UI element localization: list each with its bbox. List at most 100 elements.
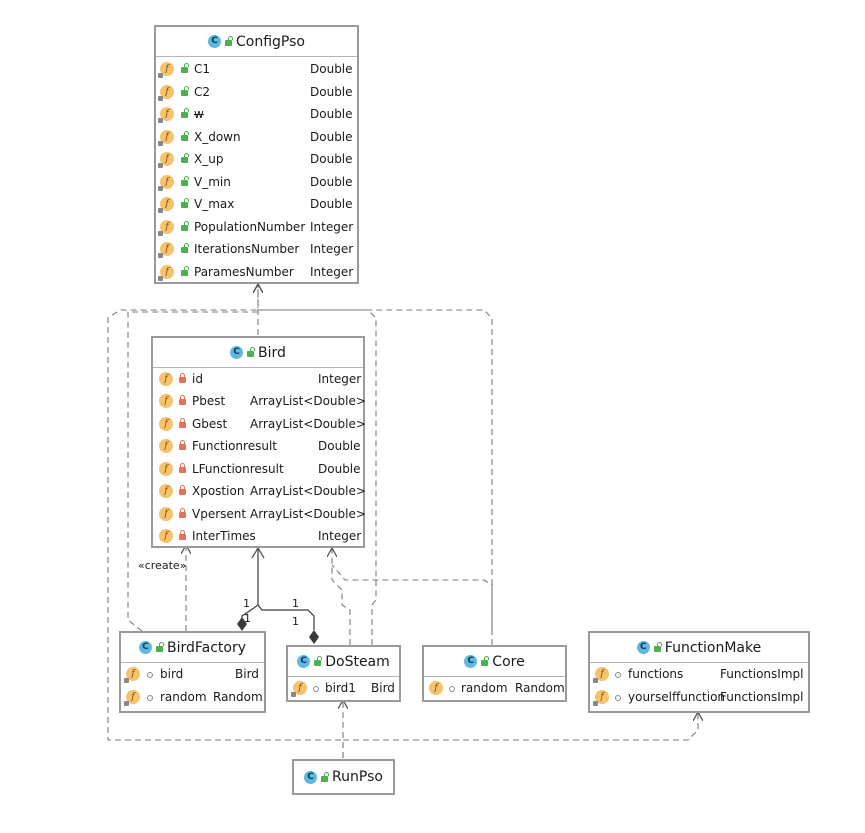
field-icon: f bbox=[593, 667, 609, 683]
field-type: ArrayList<Double> bbox=[250, 394, 366, 408]
edge-core-bird bbox=[331, 564, 493, 630]
class-icon: C bbox=[464, 655, 478, 668]
class-name: Core bbox=[492, 653, 525, 670]
private-lock-icon bbox=[179, 508, 186, 518]
class-icon: C bbox=[297, 655, 311, 668]
edge-dosteam-bird bbox=[332, 548, 351, 645]
field-name: Functionresult bbox=[192, 439, 277, 453]
field-name: bird1 bbox=[325, 681, 356, 695]
field-icon: f bbox=[158, 130, 174, 146]
class-icon: C bbox=[636, 641, 650, 654]
edge-birdfactory-configpso bbox=[127, 284, 258, 632]
field-type: ArrayList<Double> bbox=[250, 507, 366, 521]
edge-runpso-functionmake bbox=[343, 712, 698, 741]
field-name: PopulationNumber bbox=[194, 220, 306, 234]
field-type: Bird bbox=[371, 681, 395, 695]
field-type: Random bbox=[213, 690, 263, 704]
field-name: InterTimes bbox=[192, 529, 256, 543]
field-name: V_max bbox=[194, 197, 235, 211]
field-name: bird bbox=[160, 667, 184, 681]
private-lock-icon bbox=[179, 530, 186, 540]
field-icon: f bbox=[159, 439, 173, 453]
class-header: C RunPso bbox=[294, 761, 393, 793]
private-lock-icon bbox=[179, 395, 186, 405]
package-visibility-icon bbox=[615, 695, 621, 701]
field-name: random bbox=[461, 681, 508, 695]
multiplicity-label: 1 bbox=[244, 612, 251, 625]
field-name: yourselffunction bbox=[628, 690, 726, 704]
field-name: X_up bbox=[194, 152, 224, 166]
field-name: Pbest bbox=[192, 394, 226, 408]
field-icon: f bbox=[429, 681, 443, 695]
public-lock-icon bbox=[181, 221, 189, 231]
package-visibility-icon bbox=[615, 672, 621, 678]
public-lock-icon bbox=[481, 656, 490, 666]
public-lock-icon bbox=[225, 36, 233, 46]
class-header: C BirdFactory bbox=[121, 633, 264, 663]
field-icon: f bbox=[159, 462, 173, 476]
field-name: functions bbox=[628, 667, 684, 681]
field-type: Double bbox=[310, 175, 353, 189]
field-name: random bbox=[160, 690, 207, 704]
field-icon: f bbox=[158, 242, 174, 258]
package-visibility-icon bbox=[313, 686, 319, 692]
field-type: Double bbox=[318, 462, 361, 476]
field-icon: f bbox=[158, 107, 174, 123]
public-lock-icon bbox=[181, 131, 189, 141]
package-visibility-icon bbox=[449, 686, 455, 692]
class-name: FunctionMake bbox=[664, 639, 762, 656]
public-lock-icon bbox=[181, 153, 189, 163]
field-type: Integer bbox=[318, 372, 362, 386]
field-name: Vpersent bbox=[192, 507, 247, 521]
package-visibility-icon bbox=[147, 672, 153, 678]
field-icon: f bbox=[159, 394, 173, 408]
create-stereotype-label: «create» bbox=[138, 559, 187, 572]
class-name: RunPso bbox=[332, 769, 383, 785]
public-lock-icon bbox=[181, 108, 189, 118]
class-runpso[interactable]: C RunPso bbox=[292, 759, 395, 795]
public-lock-icon bbox=[314, 656, 323, 666]
public-lock-icon bbox=[181, 176, 189, 186]
field-name: C1 bbox=[194, 62, 211, 76]
field-name: ParamesNumber bbox=[194, 265, 294, 279]
class-header: C DoSteam bbox=[288, 647, 399, 677]
public-lock-icon bbox=[181, 63, 189, 73]
field-type: Integer bbox=[318, 529, 362, 543]
field-name: id bbox=[192, 372, 203, 386]
field-type: FunctionsImpl bbox=[720, 690, 804, 704]
field-type: Integer bbox=[310, 220, 354, 234]
field-name: X_down bbox=[194, 130, 241, 144]
field-icon: f bbox=[158, 175, 174, 191]
package-visibility-icon bbox=[147, 695, 153, 701]
public-lock-icon bbox=[321, 771, 330, 782]
private-lock-icon bbox=[179, 373, 186, 383]
field-type: Integer bbox=[310, 242, 354, 256]
field-name: Xpostion bbox=[192, 484, 245, 498]
field-name: Gbest bbox=[192, 417, 228, 431]
